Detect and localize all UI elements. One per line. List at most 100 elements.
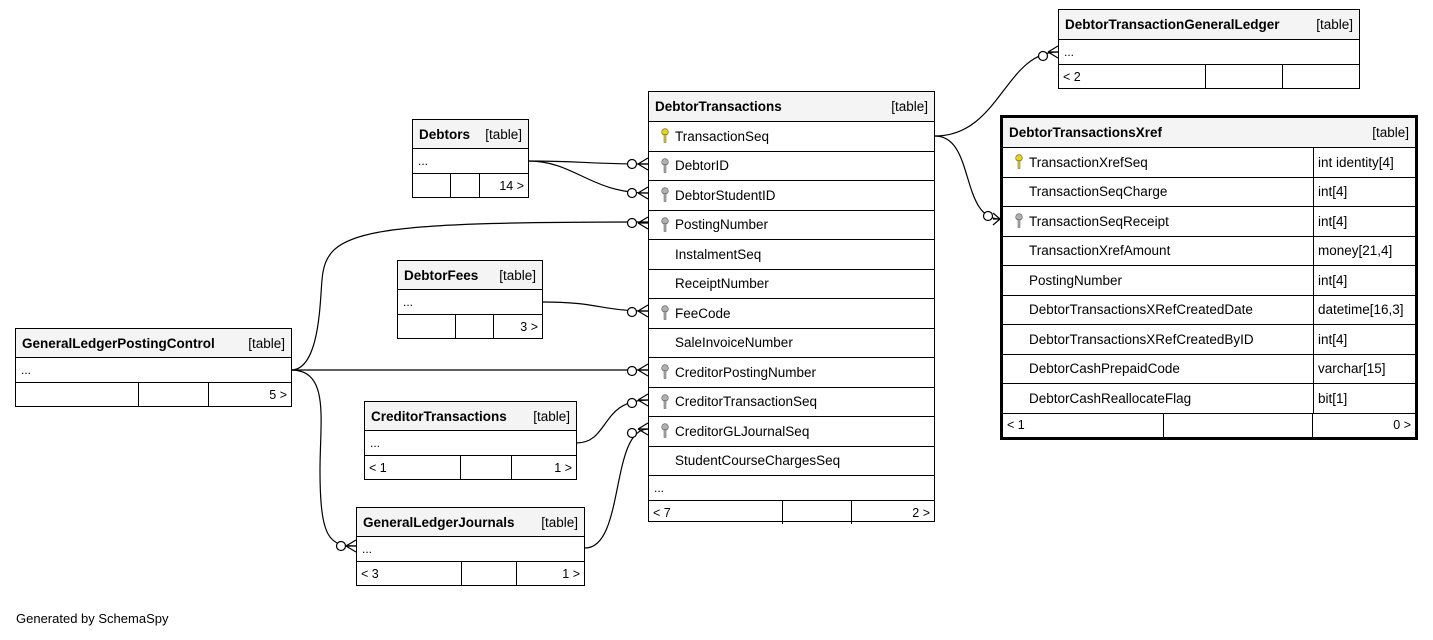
column-type: int identity[4] <box>1313 148 1415 177</box>
foreign-key-icon <box>1009 213 1029 229</box>
edge-glj-to-gljournalseq <box>584 428 649 549</box>
column-row: CreditorGLJournalSeq <box>649 417 934 447</box>
footer-middle <box>139 383 209 406</box>
table-kind: [table] <box>533 408 570 424</box>
foreign-key-icon <box>655 158 675 174</box>
table-footer: < 7 2 > <box>649 501 934 524</box>
column-type: int[4] <box>1313 207 1415 236</box>
crowfoot-icon <box>637 186 649 200</box>
table-general-ledger-journals[interactable]: GeneralLedgerJournals [table] ... < 3 1 … <box>356 507 585 586</box>
footer-parents: < 2 <box>1059 65 1206 88</box>
footer-children <box>1283 65 1359 88</box>
footer-parents: < 1 <box>365 456 461 479</box>
footer-parents <box>413 174 451 197</box>
column-cell: TransactionSeqReceipt <box>1003 207 1313 236</box>
footer-children: 1 > <box>562 566 580 581</box>
table-footer: < 1 0 > <box>1003 413 1415 437</box>
table-kind: [table] <box>1372 125 1409 140</box>
column-row: ReceiptNumber <box>649 270 934 299</box>
table-header: DebtorTransactions [table] <box>649 92 934 122</box>
crowfoot-icon <box>637 393 649 407</box>
table-name: Debtors <box>419 126 471 142</box>
foreign-key-icon <box>655 217 675 233</box>
footer-middle <box>1164 413 1313 437</box>
column-row: DebtorCashPrepaidCode varchar[15] <box>1003 354 1415 384</box>
table-kind: [table] <box>485 126 522 142</box>
footer-parents: < 3 <box>357 562 462 585</box>
column-type: varchar[15] <box>1313 354 1415 383</box>
foreign-key-icon <box>655 423 675 439</box>
table-header: GeneralLedgerJournals [table] <box>357 508 584 537</box>
crowfoot-icon <box>992 212 1001 226</box>
edge-end-circle <box>626 397 638 409</box>
table-debtor-fees[interactable]: DebtorFees [table] ... 3 > <box>397 260 543 339</box>
table-footer: 5 > <box>16 383 291 406</box>
edge-end-circle <box>626 217 638 229</box>
edge-end-circle <box>626 365 638 377</box>
table-kind: [table] <box>1316 17 1353 32</box>
table-ellipsis: ... <box>357 537 584 562</box>
table-debtors[interactable]: Debtors [table] ... 14 > <box>412 119 529 198</box>
column-cell: FeeCode <box>649 299 934 328</box>
column-row: PostingNumber <box>649 211 934 240</box>
table-header: CreditorTransactions [table] <box>365 402 576 431</box>
table-debtor-transactions[interactable]: DebtorTransactions [table] TransactionSe… <box>648 91 935 524</box>
primary-key-icon <box>655 128 675 144</box>
crowfoot-icon <box>637 157 649 171</box>
column-name: DebtorCashPrepaidCode <box>1029 361 1180 377</box>
column-name: DebtorTransactionsXRefCreatedDate <box>1029 302 1253 318</box>
table-debtor-transaction-general-ledger[interactable]: DebtorTransactionGeneralLedger [table] .… <box>1058 9 1360 89</box>
column-cell: PostingNumber <box>649 211 934 240</box>
edge-end-circle <box>626 187 638 199</box>
foreign-key-icon <box>655 364 675 380</box>
column-row: CreditorTransactionSeq <box>649 388 934 417</box>
column-type: int[4] <box>1313 266 1415 295</box>
table-header: Debtors [table] <box>413 120 528 149</box>
table-ellipsis: ... <box>1059 40 1359 65</box>
column-row: InstalmentSeq <box>649 240 934 270</box>
column-cell: DebtorTransactionsXRefCreatedDate <box>1003 296 1313 325</box>
crowfoot-icon <box>1047 45 1059 59</box>
column-type: money[21,4] <box>1313 236 1415 265</box>
column-cell: ReceiptNumber <box>649 270 934 299</box>
footer-middle <box>1206 65 1283 88</box>
footer-parents <box>398 315 456 338</box>
table-kind: [table] <box>541 514 578 530</box>
table-kind: [table] <box>891 99 928 114</box>
foreign-key-icon <box>655 305 675 321</box>
column-name: StudentCourseChargesSeq <box>675 453 841 469</box>
column-name: CreditorTransactionSeq <box>675 394 818 410</box>
table-footer: < 2 <box>1059 65 1359 88</box>
column-cell: TransactionXrefSeq <box>1003 148 1313 177</box>
footer-middle <box>462 562 517 585</box>
table-ellipsis: ... <box>365 431 576 456</box>
table-header: GeneralLedgerPostingControl [table] <box>16 329 291 358</box>
column-name: PostingNumber <box>675 217 769 233</box>
table-ellipsis: ... <box>649 476 934 501</box>
table-name: GeneralLedgerPostingControl <box>22 335 215 351</box>
table-name: GeneralLedgerJournals <box>363 514 515 530</box>
edge-end-circle <box>335 540 347 552</box>
table-debtor-transactions-xref[interactable]: DebtorTransactionsXref [table] Transacti… <box>1000 115 1418 440</box>
column-cell: PostingNumber <box>1003 266 1313 295</box>
footer-middle <box>783 501 852 524</box>
footer-children: 0 > <box>1393 418 1411 432</box>
table-creditor-transactions[interactable]: CreditorTransactions [table] ... < 1 1 > <box>364 401 577 480</box>
column-cell: StudentCourseChargesSeq <box>649 447 934 476</box>
column-cell: DebtorCashReallocateFlag <box>1003 384 1313 413</box>
column-cell: CreditorPostingNumber <box>649 358 934 387</box>
column-name: CreditorPostingNumber <box>675 364 817 380</box>
table-footer: < 3 1 > <box>357 562 584 585</box>
column-cell: CreditorGLJournalSeq <box>649 417 934 446</box>
table-footer: 14 > <box>413 174 528 197</box>
column-name: SaleInvoiceNumber <box>675 335 793 351</box>
table-name: DebtorTransactionGeneralLedger <box>1065 17 1280 32</box>
column-name: DebtorID <box>675 158 730 174</box>
table-general-ledger-posting-control[interactable]: GeneralLedgerPostingControl [table] ... … <box>15 328 292 407</box>
table-kind: [table] <box>499 267 536 283</box>
column-row: CreditorPostingNumber <box>649 358 934 388</box>
column-name: TransactionXrefAmount <box>1029 243 1171 259</box>
table-name: DebtorTransactions <box>655 99 782 114</box>
